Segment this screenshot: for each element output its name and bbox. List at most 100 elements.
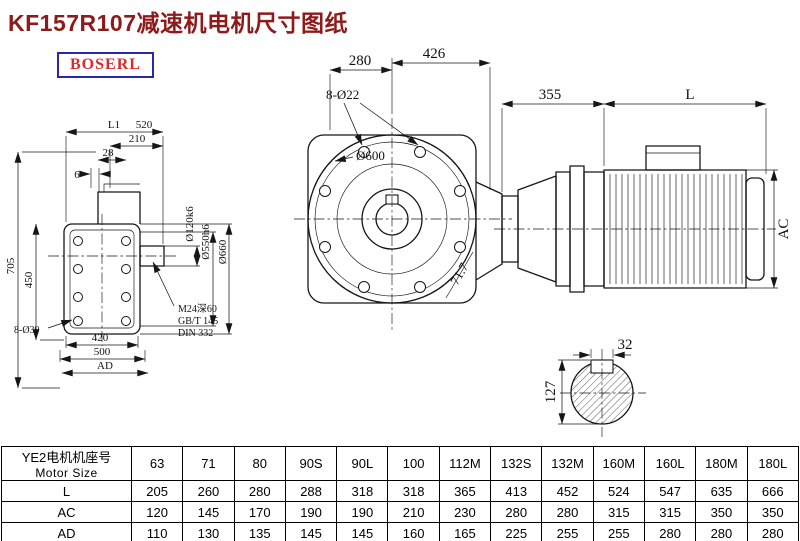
cell: 205 [130,480,184,502]
dim-6-label: 6 [74,169,80,181]
dim-280-label: 280 [349,53,372,69]
cell: 280 [490,501,543,523]
dim-AD-label: AD [97,360,113,372]
shaft-section: 32 127 [543,337,646,437]
dia-flange-label: Ø660 [217,239,229,264]
dim-500-label: 500 [94,346,111,358]
dim-127-label: 127 [543,380,559,403]
mounting-holes [73,236,131,326]
cell: 280 [746,522,800,541]
tap-note-3: DIN 332 [178,328,213,339]
dim-AC-label: AC [776,219,792,240]
cell: 190 [284,501,338,523]
cell: 280 [695,522,748,541]
dim-32-label: 32 [618,337,633,353]
motor-size-header-en: Motor Size [35,466,98,480]
cell: 210 [387,501,440,523]
dim-520-label: 520 [136,119,153,131]
cell: 365 [438,480,492,502]
dim-426-label: 426 [423,46,446,62]
cell: 315 [643,501,697,523]
cell: 666 [746,480,800,502]
holes-8d22-label: 8-Ø22 [326,87,359,102]
cell: 318 [387,480,440,502]
table-row-L: L 205 260 280 288 318 318 365 413 452 52… [1,480,800,502]
row-label: L [1,480,132,502]
row-label: AC [1,501,132,523]
front-view: 280 426 8-Ø22 Ø600 71.7 [294,46,512,330]
col-header: 90S [284,446,338,481]
dim-28-label: 28 [103,147,115,159]
holes-8d39-label: 8-Ø39 [14,325,40,336]
cell: 145 [336,522,389,541]
cell: 524 [592,480,645,502]
cell: 110 [130,522,184,541]
col-header: 132S [490,446,543,481]
dim-210-label: 210 [129,133,146,145]
flange-bolt-holes [319,146,466,293]
cell: 260 [182,480,235,502]
dim-450-label: 450 [23,271,35,288]
cell: 318 [336,480,389,502]
cell: 413 [490,480,543,502]
dia-600-label: Ø600 [356,148,385,163]
tap-note-1: M24深60 [178,303,217,315]
cell: 315 [592,501,645,523]
dim-420-label: 420 [92,332,109,344]
cell: 255 [592,522,645,541]
col-header: 160L [643,446,697,481]
table-row-AC: AC 120 145 170 190 190 210 230 280 280 3… [1,501,800,523]
col-header: 63 [130,446,184,481]
side-view: L1 520 210 28 6 705 450 420 [5,119,233,389]
col-header: 71 [182,446,235,481]
cell: 135 [233,522,286,541]
cell: 130 [182,522,235,541]
cell: 160 [387,522,440,541]
col-header: 160M [592,446,645,481]
cell: 280 [233,480,286,502]
cell: 255 [541,522,594,541]
table-header-row: YE2电机机座号 Motor Size 63 71 80 90S 90L 100… [1,446,800,481]
angle-label: 71.7 [447,260,472,288]
dia-spigot-label: Ø550h6 [200,224,212,260]
tap-note-2: GB/T 145 [178,316,218,327]
cell: 635 [695,480,748,502]
dimension-table: YE2电机机座号 Motor Size 63 71 80 90S 90L 100… [1,446,800,541]
cell: 225 [490,522,543,541]
cell: 165 [438,522,492,541]
col-header: 132M [541,446,594,481]
technical-drawing: L1 520 210 28 6 705 450 420 [5,46,792,437]
motor-view: 355 L AC [494,87,792,293]
gearbox-top-step2 [103,183,140,192]
cell: 145 [284,522,338,541]
motor-size-header-cn: YE2电机机座号 [21,450,112,465]
col-header: 80 [233,446,286,481]
dim-355-label: 355 [539,87,562,103]
dim-705-label: 705 [5,257,17,274]
cell: 145 [182,501,235,523]
gearbox-top-step [97,191,141,224]
cell: 288 [284,480,338,502]
page-title: KF157R107减速机电机尺寸图纸 [8,10,349,36]
col-header: 100 [387,446,440,481]
cell: 350 [695,501,748,523]
cell: 120 [130,501,184,523]
boserl-logo: BOSERL [57,52,154,78]
cell: 190 [336,501,389,523]
dim-L-label: L [685,87,694,103]
col-header: 90L [336,446,389,481]
dim-L1-label: L1 [108,119,120,131]
cell: 230 [438,501,492,523]
terminal-box [645,145,701,171]
input-housing-transition [475,181,503,281]
col-header: 180L [746,446,800,481]
row-label: AD [1,522,132,541]
cell: 350 [746,501,800,523]
cell: 170 [233,501,286,523]
cell: 452 [541,480,594,502]
table-row-AD: AD 110 130 135 145 145 160 165 225 255 2… [1,522,800,541]
cell: 280 [643,522,697,541]
cell: 280 [541,501,594,523]
motor-size-header: YE2电机机座号 Motor Size [1,446,132,481]
